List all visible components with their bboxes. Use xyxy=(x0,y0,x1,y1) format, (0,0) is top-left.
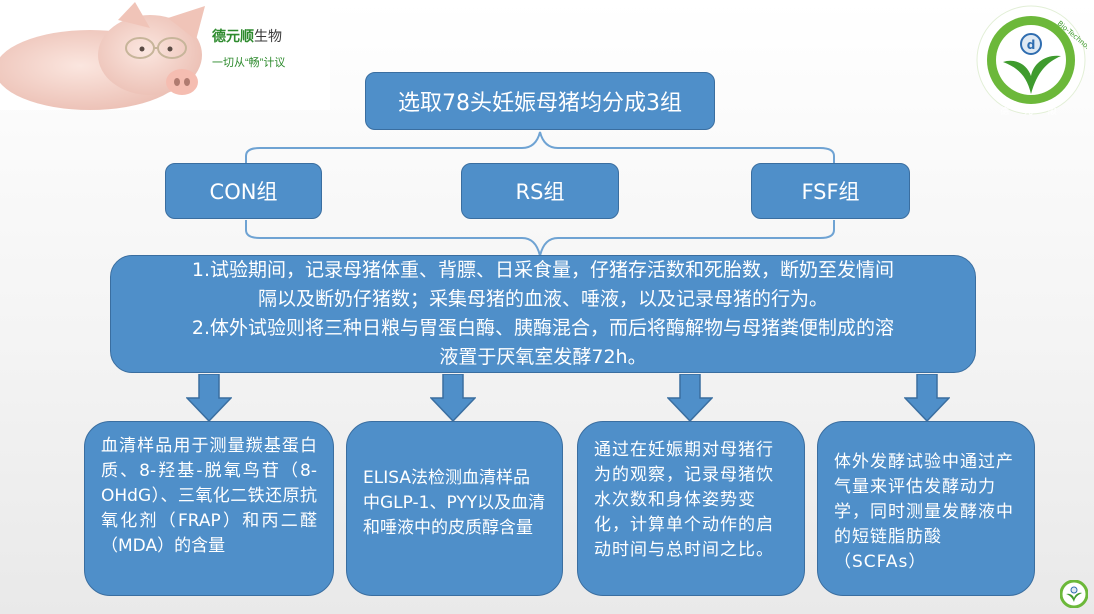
down-arrow-icon xyxy=(186,374,232,422)
group-fsf-box: FSF组 xyxy=(751,163,910,219)
svg-text:d: d xyxy=(1027,38,1036,52)
outcome-text: ELISA法检测血清样品中GLP-1、PYY以及血清和唾液中的皮质醇含量 xyxy=(363,468,546,538)
outcome-text: 通过在妊娠期对母猪行为的观察，记录母猪饮水次数和身体姿势变化，计算单个动作的启动… xyxy=(594,440,774,560)
brand-slogan: 一切从“畅”计议 xyxy=(212,57,286,69)
company-logo-icon: d Bio-Technology xyxy=(976,5,1087,115)
down-arrow-icon xyxy=(667,374,713,422)
small-logo-icon xyxy=(1060,580,1088,608)
brand-block: 德元顺生物 一切从“畅”计议 xyxy=(212,26,285,70)
group-label: CON组 xyxy=(209,180,278,204)
outcome-box-fermentation: 体外发酵试验中通过产气量来评估发酵动力学，同时测量发酵液中的短链脂肪酸（SCFA… xyxy=(817,421,1035,596)
method-line: 2.体外试验则将三种日粮与胃蛋白酶、胰酶混合，而后将酶解物与母猪粪便制成的溶 xyxy=(191,317,895,339)
group-label: FSF组 xyxy=(801,180,860,204)
outcome-box-elisa: ELISA法检测血清样品中GLP-1、PYY以及血清和唾液中的皮质醇含量 xyxy=(346,421,563,596)
logo-bottom-text: 德 元 顺 xyxy=(1000,107,1063,117)
title-text: 选取78头妊娠母猪均分成3组 xyxy=(398,91,682,116)
brace-connector-top xyxy=(245,131,835,166)
pig-photo xyxy=(0,0,330,110)
outcome-box-oxidative: 血清样品用于测量羰基蛋白质、8-羟基-脱氧鸟苷（8-OHdG）、三氧化二铁还原抗… xyxy=(84,421,334,596)
outcome-text: 体外发酵试验中通过产气量来评估发酵动力学，同时测量发酵液中的短链脂肪酸（SCFA… xyxy=(834,452,1014,572)
down-arrow-icon xyxy=(904,374,950,422)
group-label: RS组 xyxy=(515,180,565,204)
brand-name: 德元顺生物 xyxy=(212,28,282,44)
method-line: 1.试验期间，记录母猪体重、背膘、日采食量，仔猪存活数和死胎数，断奶至发情间 xyxy=(191,259,895,281)
group-con-box: CON组 xyxy=(165,163,322,219)
method-box: 1.试验期间，记录母猪体重、背膘、日采食量，仔猪存活数和死胎数，断奶至发情间 隔… xyxy=(110,255,976,373)
outcome-box-behavior: 通过在妊娠期对母猪行为的观察，记录母猪饮水次数和身体姿势变化，计算单个动作的启动… xyxy=(577,421,805,596)
down-arrow-icon xyxy=(430,374,476,422)
group-rs-box: RS组 xyxy=(461,163,619,219)
brace-connector-bottom xyxy=(245,220,835,257)
outcome-text: 血清样品用于测量羰基蛋白质、8-羟基-脱氧鸟苷（8-OHdG）、三氧化二铁还原抗… xyxy=(101,436,317,556)
title-box: 选取78头妊娠母猪均分成3组 xyxy=(365,72,715,130)
method-line: 液置于厌氧室发酵72h。 xyxy=(439,346,647,368)
method-line: 隔以及断奶仔猪数；采集母猪的血液、唾液，以及记录母猪的行为。 xyxy=(257,288,828,310)
